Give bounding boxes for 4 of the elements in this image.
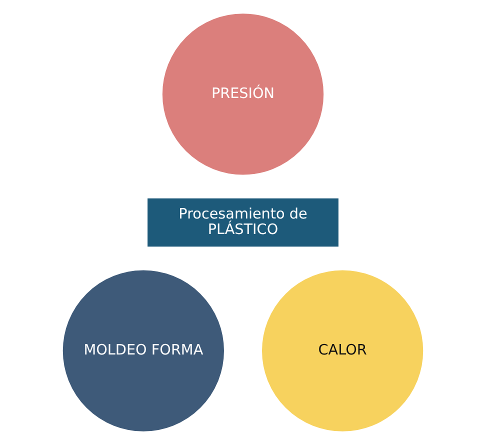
node-circle: MOLDEO FORMA [62, 268, 226, 432]
node-circle: CALOR [260, 268, 424, 432]
node-box: Procesamiento de PLÁSTICO [146, 196, 340, 248]
node-circle: PRESIÓN [161, 12, 325, 176]
